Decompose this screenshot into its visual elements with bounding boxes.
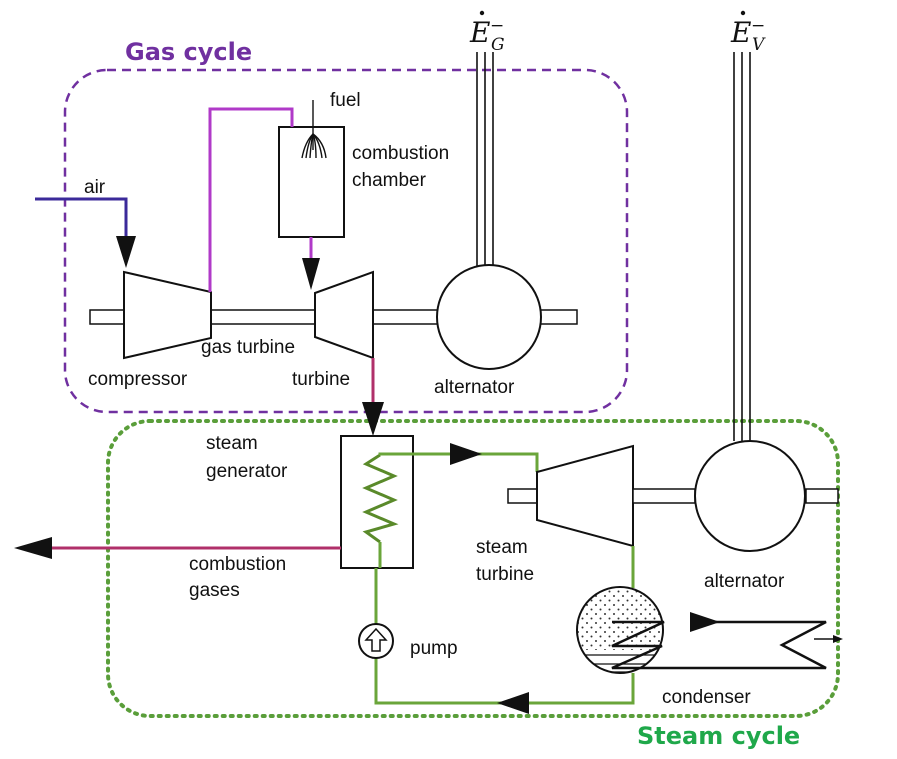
pump	[358, 623, 394, 659]
combustion-gases-arrow	[14, 537, 52, 559]
compressed-air-line	[208, 107, 294, 292]
cooling-coil	[611, 620, 827, 670]
svg-text:E: E	[730, 16, 751, 49]
cooling-inlet-arrow	[690, 612, 720, 632]
gas-cycle-boundary	[63, 68, 629, 414]
steam-generator-coil	[362, 453, 399, 544]
steam-cycle-title: Steam cycle	[637, 722, 800, 750]
fuel-label: fuel	[330, 90, 361, 111]
steam-generator-label-2: generator	[206, 461, 288, 482]
condensate-arrow	[497, 692, 529, 714]
combustion-chamber-label-2: chamber	[352, 170, 427, 191]
fuel-injector	[301, 100, 327, 159]
gas-alternator	[436, 264, 542, 370]
svg-text:−: −	[751, 16, 765, 36]
gas-shaft-end	[536, 309, 578, 325]
cooling-outlet-arrow	[833, 635, 843, 643]
condenser	[576, 586, 664, 674]
steam-turbine-label-1: steam	[476, 537, 528, 558]
gas-shaft-left	[89, 309, 127, 325]
air-label: air	[84, 177, 106, 198]
gas-cycle-title: Gas cycle	[125, 38, 252, 66]
steam-turbine-shape	[536, 444, 634, 548]
compressor-shape	[123, 270, 212, 360]
steam-alternator-label: alternator	[704, 571, 785, 592]
air-line	[35, 197, 128, 238]
steam-cycle-boundary	[106, 419, 840, 718]
svg-text:V: V	[752, 35, 766, 55]
gas-turbine-shape	[314, 270, 374, 360]
steam-turbine-label-2: turbine	[476, 564, 534, 585]
turbine-label: turbine	[292, 369, 350, 390]
pump-label: pump	[410, 638, 458, 659]
combustion-gases-label-1: combustion	[189, 554, 286, 575]
combustion-chamber-label-1: combustion	[352, 143, 449, 164]
steam-shaft-end	[805, 488, 839, 504]
steam-alternator	[694, 440, 806, 552]
steam-shaft-left	[507, 488, 539, 504]
steam-arrow	[450, 443, 482, 465]
pump-arrow-icon	[364, 627, 388, 652]
gas-turbine-label: gas turbine	[201, 337, 295, 358]
condenser-label: condenser	[662, 687, 751, 708]
steam-shaft-middle	[632, 488, 696, 504]
air-arrow	[116, 236, 136, 268]
steam-power-lines	[733, 52, 751, 441]
gas-shaft-middle	[210, 309, 316, 325]
steam-power-output: E − V	[730, 10, 766, 55]
svg-text:E: E	[469, 16, 490, 49]
gas-alternator-label: alternator	[434, 377, 515, 398]
combustion-gases-label-2: gases	[189, 580, 240, 601]
compressor-label: compressor	[88, 369, 188, 390]
svg-text:G: G	[491, 35, 505, 55]
gas-shaft-right	[372, 309, 442, 325]
gas-power-output: E − G	[469, 10, 505, 55]
gas-power-lines	[476, 52, 494, 266]
steam-generator-label-1: steam	[206, 433, 258, 454]
hot-gas-arrow	[302, 258, 320, 290]
svg-text:−: −	[490, 16, 504, 36]
exhaust-arrow	[362, 402, 384, 436]
